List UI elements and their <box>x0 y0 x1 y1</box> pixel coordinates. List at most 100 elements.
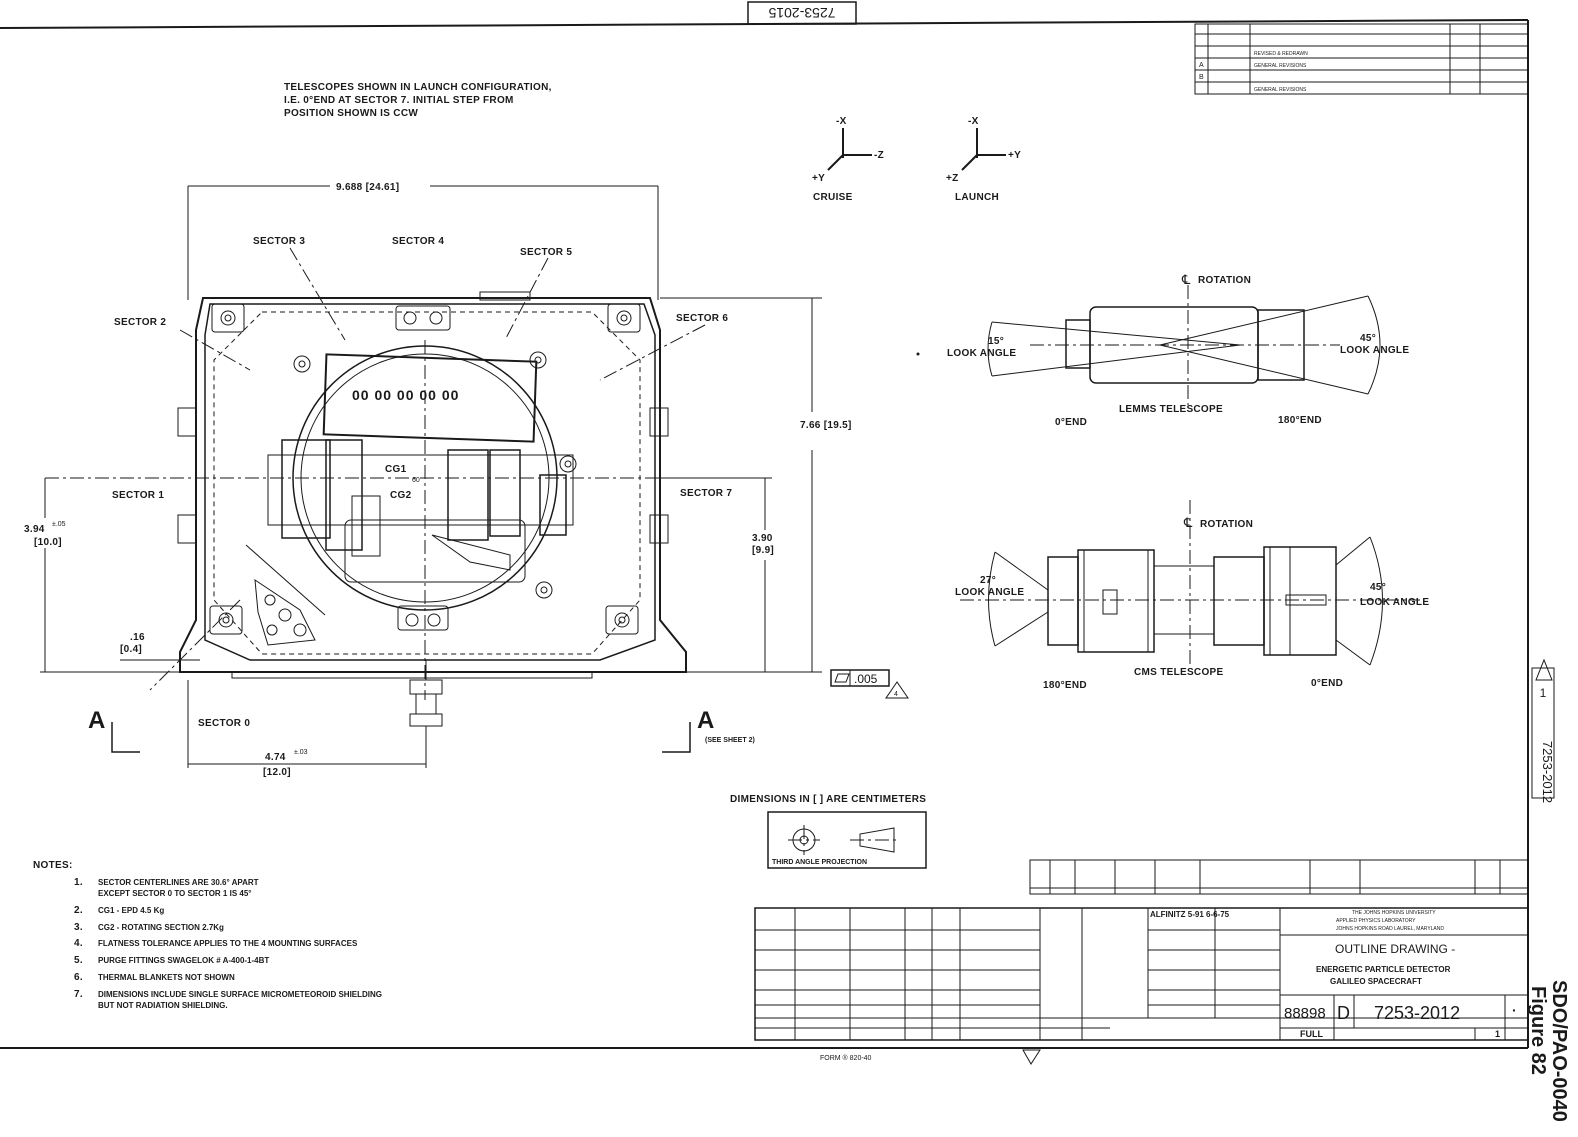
org-line-3: JOHNS HOPKINS ROAD LAUREL, MARYLAND <box>1336 926 1444 932</box>
mounting-bosses <box>209 303 641 635</box>
cms-left-look: LOOK ANGLE <box>955 587 1024 598</box>
note-1-num: 1. <box>74 877 83 888</box>
rev-row-2-desc: GENERAL REVISIONS <box>1254 63 1307 69</box>
cms-left-angle: 27° <box>980 575 996 586</box>
side-rev: 1 <box>1540 686 1547 700</box>
drawing-number: 7253-2012 <box>1374 1003 1460 1023</box>
org-line-1: THE JOHNS HOPKINS UNIVERSITY <box>1352 910 1436 916</box>
title-block: ALFINITZ 5-91 6-6-75 THE JOHNS HOPKINS U… <box>754 859 1529 1041</box>
note-2-num: 2. <box>74 905 83 916</box>
org-line-2: APPLIED PHYSICS LABORATORY <box>1336 918 1416 924</box>
drawing-subtitle-1: ENERGETIC PARTICLE DETECTOR <box>1316 965 1451 974</box>
launch-axes: -X +Y +Z LAUNCH <box>946 116 1021 203</box>
rev-row-3-letter: B <box>1199 74 1204 81</box>
note-4-line1: FLATNESS TOLERANCE APPLIES TO THE 4 MOUN… <box>98 939 358 948</box>
note-7-num: 7. <box>74 989 83 1000</box>
top-stamp: 7253-2015 <box>768 5 835 21</box>
cg1-label: CG1 <box>385 464 407 475</box>
rev-row-4-desc: GENERAL REVISIONS <box>1254 87 1307 93</box>
cruise-y-label: +Y <box>812 173 825 184</box>
projection-symbol: THIRD ANGLE PROJECTION <box>767 811 927 869</box>
lemms-left-look: LOOK ANGLE <box>947 348 1016 359</box>
cms-telescope: ℄ ROTATION 27° LOOK ANGLE 45° LOOK ANGLE… <box>955 500 1429 691</box>
note-3-num: 3. <box>74 922 83 933</box>
note-1-line1: SECTOR CENTERLINES ARE 30.6° APART <box>98 878 259 887</box>
bottom-dim-cm: [12.0] <box>263 767 291 778</box>
rev-row-1-desc: REVISED & REDRAWN <box>1254 51 1308 57</box>
sector-3-label: SECTOR 3 <box>253 236 305 247</box>
launch-x-label: -X <box>968 116 979 127</box>
launch-label: LAUNCH <box>955 192 999 203</box>
cruise-z-label: -Z <box>874 150 884 161</box>
cruise-label: CRUISE <box>813 192 853 203</box>
small-dim-value: .16 <box>130 632 145 643</box>
launch-note: TELESCOPES SHOWN IN LAUNCH CONFIGURATION… <box>284 82 552 119</box>
lemms-end-left: 0°END <box>1055 417 1087 428</box>
cms-rotation: ROTATION <box>1200 519 1253 530</box>
drawing-subtitle-2: GALILEO SPACECRAFT <box>1330 977 1422 986</box>
rev-marker: · <box>1512 1002 1517 1018</box>
cage-code: 88898 <box>1284 1005 1326 1022</box>
note-6-num: 6. <box>74 972 83 983</box>
sector-4-label: SECTOR 4 <box>392 236 444 247</box>
notes-heading: NOTES: <box>33 860 73 871</box>
note-7-line2: BUT NOT RADIATION SHIELDING. <box>98 1001 228 1010</box>
see-sheet-note: (SEE SHEET 2) <box>705 737 755 744</box>
launch-z-label: +Z <box>946 173 959 184</box>
left-dim-tol: ±.05 <box>52 521 66 528</box>
bottom-form: FORM ® 820-40 <box>820 1054 872 1062</box>
note-7-line1: DIMENSIONS INCLUDE SINGLE SURFACE MICROM… <box>98 990 382 999</box>
side-stamp: 7253-2012 <box>1540 741 1555 803</box>
drawing-scale: FULL <box>1300 1029 1323 1039</box>
sector-0-label: SECTOR 0 <box>198 718 250 729</box>
lemms-end-right: 180°END <box>1278 415 1322 426</box>
lemms-rotation-cl: ℄ <box>1181 272 1191 287</box>
cg-angle: 60 <box>412 477 420 484</box>
note-4-num: 4. <box>74 938 83 949</box>
launch-note-line-1: TELESCOPES SHOWN IN LAUNCH CONFIGURATION… <box>284 82 552 93</box>
drawing-size: D <box>1337 1003 1350 1023</box>
height-dimension-in: 7.66 [19.5] <box>800 420 852 431</box>
small-dim-cm: [0.4] <box>120 644 142 655</box>
cms-rotation-cl: ℄ <box>1183 515 1193 530</box>
note-6-line1: THERMAL BLANKETS NOT SHOWN <box>98 973 235 982</box>
lemms-right-look: LOOK ANGLE <box>1340 345 1409 356</box>
figure-number: Figure 82 <box>1527 986 1549 1075</box>
rev-row-2-letter: A <box>1199 62 1204 69</box>
bottom-dim-value: 4.74 <box>265 752 286 763</box>
notes: NOTES: 1. SECTOR CENTERLINES ARE 30.6° A… <box>33 860 382 1010</box>
width-dimension: 9.688 [24.61] <box>336 182 399 193</box>
projection-label: THIRD ANGLE PROJECTION <box>772 859 867 866</box>
sector-5-label: SECTOR 5 <box>520 247 572 258</box>
launch-note-line-2: I.E. 0°END AT SECTOR 7. INITIAL STEP FRO… <box>284 95 514 106</box>
flatness-note: 4 <box>894 691 898 698</box>
note-5-line1: PURGE FITTINGS SWAGELOK # A-400-1-4BT <box>98 956 269 965</box>
note-3-line1: CG2 - ROTATING SECTION 2.7Kg <box>98 923 224 932</box>
lemms-title: LEMMS TELESCOPE <box>1119 404 1223 415</box>
lemms-right-angle: 45° <box>1360 333 1376 344</box>
sector-7-label: SECTOR 7 <box>680 488 732 499</box>
cruise-axes: -X -Z +Y CRUISE <box>812 116 884 203</box>
sector-1-label: SECTOR 1 <box>112 490 164 501</box>
cms-end-left: 180°END <box>1043 680 1087 691</box>
launch-y-label: +Y <box>1008 150 1021 161</box>
lemms-telescope: ℄ ROTATION 15° LOOK ANGLE 45° LOOK ANGLE… <box>916 272 1409 428</box>
cms-right-angle: 45° <box>1370 582 1386 593</box>
left-dim-cm: [10.0] <box>34 537 62 548</box>
note-2-line1: CG1 - EPD 4.5 Kg <box>98 906 164 915</box>
left-dim-value: 3.94 <box>24 524 45 535</box>
cg2-label: CG2 <box>390 490 412 501</box>
right-dim-value: 3.90 <box>752 533 773 544</box>
section-mark-right: A <box>697 707 714 734</box>
bottom-dim-tol: ±.03 <box>294 749 308 756</box>
lemms-left-angle: 15° <box>988 336 1004 347</box>
slot-labels: 00 00 00 00 00 <box>352 387 459 403</box>
lemms-rotation: ROTATION <box>1198 275 1251 286</box>
cms-end-right: 0°END <box>1311 678 1343 689</box>
launch-note-line-3: POSITION SHOWN IS CCW <box>284 108 418 119</box>
sector-2-label: SECTOR 2 <box>114 317 166 328</box>
drawing-title: OUTLINE DRAWING - <box>1335 942 1455 956</box>
cms-title: CMS TELESCOPE <box>1134 667 1223 678</box>
